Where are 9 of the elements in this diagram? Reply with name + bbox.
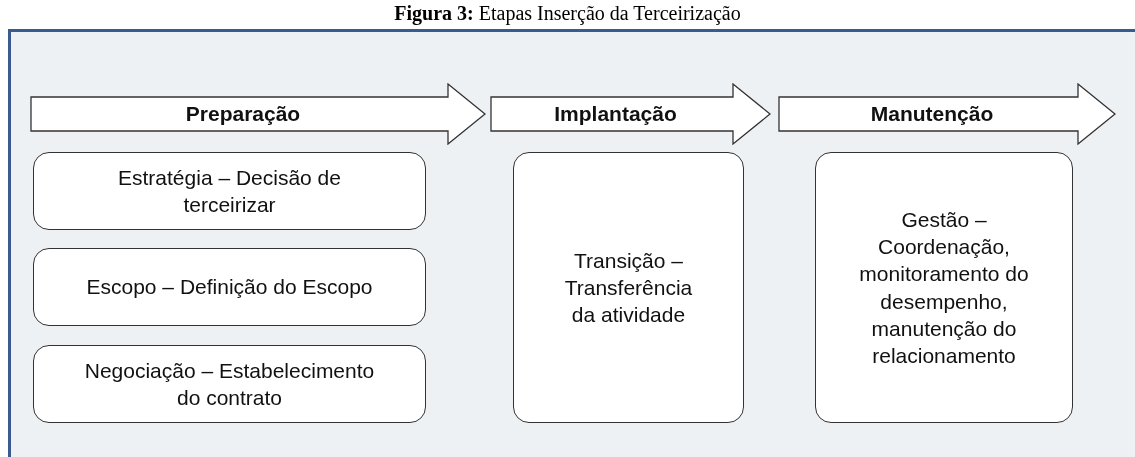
stage-banner: Preparação [30, 83, 486, 145]
process-box: Gestão – Coordenação, monitoramento do desempenho, manutenção do relacionamento [815, 152, 1073, 423]
process-box: Transição – Transferência da atividade [513, 152, 744, 423]
process-box: Negociação – Estabelecimento do contrato [33, 345, 426, 423]
process-box: Estratégia – Decisão de terceirizar [33, 152, 426, 230]
figure-title: Figura 3: Etapas Inserção da Terceirização [393, 2, 742, 25]
process-box: Escopo – Definição do Escopo [33, 248, 426, 326]
stage-banner: Implantação [490, 83, 771, 145]
stage-banner: Manutenção [778, 83, 1116, 145]
